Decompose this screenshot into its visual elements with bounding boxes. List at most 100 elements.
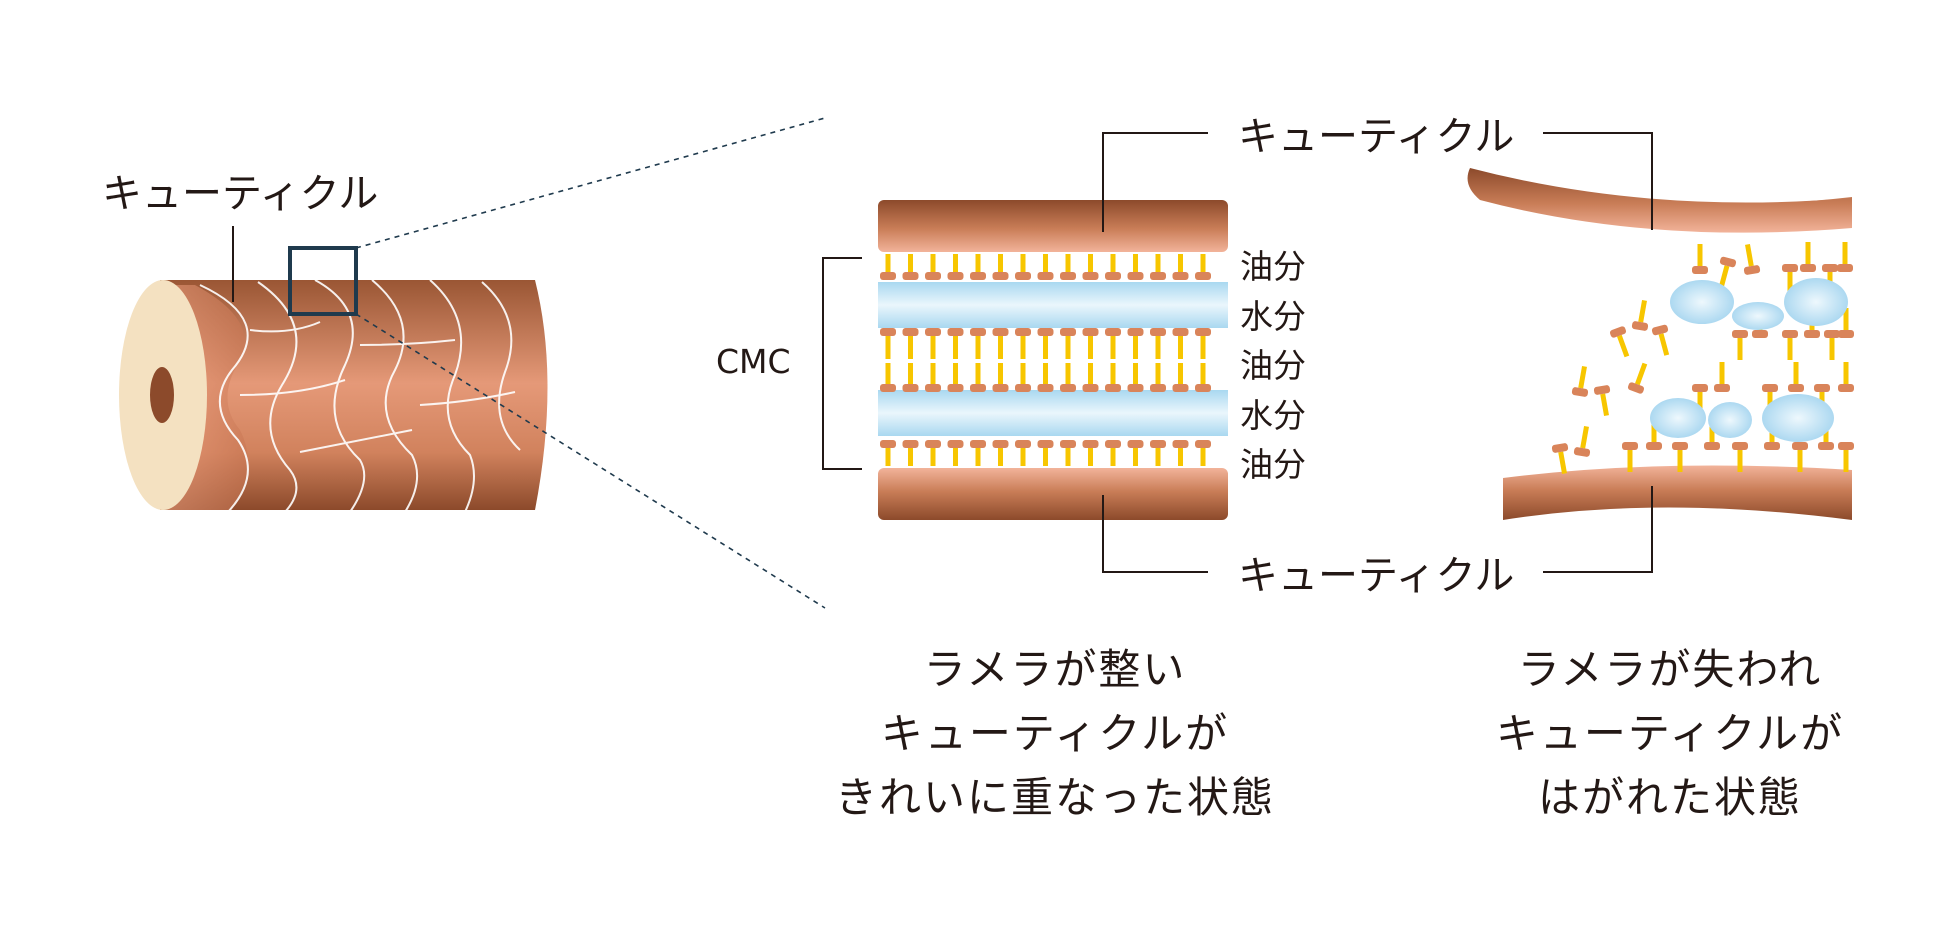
cmc-bracket — [822, 257, 862, 470]
lipid-tail — [1020, 363, 1026, 386]
lifted-bottom-leader — [1543, 486, 1653, 573]
cuticle-bar-top — [878, 200, 1228, 252]
lipid-head — [925, 328, 941, 336]
lipid-fragment — [1788, 362, 1804, 392]
layer-label-oil-1: 油分 — [1240, 247, 1306, 286]
lipid-head — [1127, 384, 1144, 392]
lipid-tail — [953, 363, 958, 386]
cuticle-bottom-text: キューティクル — [1238, 553, 1515, 599]
lipid-head — [925, 384, 941, 392]
lipid-tail — [975, 336, 981, 359]
lipid-tail — [1065, 448, 1071, 466]
lipid-tail — [885, 254, 891, 272]
cuticle-top-leader — [1102, 132, 1208, 232]
lipid-fragment — [1732, 442, 1748, 472]
layer-label-oil-2: 油分 — [1240, 346, 1306, 385]
caption-disordered-line-1: ラメラが失われ — [1517, 645, 1823, 694]
hair-medulla — [150, 367, 174, 423]
lipid-tail — [1133, 448, 1138, 466]
lipid-tail — [998, 254, 1003, 272]
lipid-head — [902, 384, 919, 392]
lipid-fragment — [1627, 362, 1648, 394]
lipid-tail — [1088, 363, 1093, 386]
lipid-tail — [1065, 336, 1071, 359]
lipid-head — [1015, 384, 1031, 392]
lipid-tail — [1133, 336, 1138, 359]
lipid-head — [1105, 440, 1121, 448]
lipid-head — [880, 328, 896, 336]
lipid-fragment — [1824, 330, 1840, 360]
lipid-fragment — [1800, 242, 1816, 272]
lipid-head — [1195, 328, 1211, 336]
lipid-head — [1037, 384, 1054, 392]
lipid-head — [1150, 440, 1166, 448]
lipid-tail — [1178, 363, 1183, 386]
lipid-head — [1150, 272, 1166, 280]
lipid-fragment — [1571, 365, 1589, 397]
lipid-head — [902, 328, 919, 336]
lipid-tail — [953, 336, 958, 359]
lipid-head — [1060, 272, 1076, 280]
cuticle-top-label: キューティクル — [1238, 104, 1514, 162]
lipid-tail — [1065, 254, 1071, 272]
lipid-head — [1172, 272, 1189, 280]
zoom-line-bottom — [355, 313, 826, 609]
hair-cuticle-label: キューティクル — [102, 171, 379, 217]
lipid-head — [1037, 440, 1054, 448]
lipid-head — [1015, 440, 1031, 448]
lifted-top-leader — [1543, 132, 1653, 230]
lipid-tail — [1110, 363, 1116, 386]
caption-disordered-line-2: キューティクルが — [1495, 709, 1845, 758]
lipid-head — [970, 384, 986, 392]
lipid-tail — [1200, 254, 1206, 272]
lipid-head — [992, 272, 1009, 280]
lipid-head — [947, 440, 964, 448]
lipid-fragment — [1714, 362, 1730, 392]
lipid-tail — [953, 448, 958, 466]
lipid-fragment — [1622, 442, 1638, 472]
cuticle-bottom-leader — [1102, 495, 1208, 573]
lipid-fragment — [1609, 326, 1630, 358]
lipid-head — [1127, 272, 1144, 280]
water-layer-lower — [878, 390, 1228, 436]
lipid-tail — [1065, 363, 1071, 386]
lipid-head — [1150, 384, 1166, 392]
lipid-tail — [885, 448, 891, 466]
lifted-cuticle-bottom — [1503, 465, 1852, 520]
lipid-tail — [1088, 448, 1093, 466]
lipid-tail — [908, 254, 913, 272]
lipid-tail — [998, 363, 1003, 386]
lipid-fragment — [1672, 442, 1688, 472]
lipid-head — [1015, 272, 1031, 280]
lipid-head — [947, 272, 964, 280]
hair-strand — [119, 280, 548, 510]
lipid-fragment — [1646, 420, 1662, 450]
lipid-tail — [1155, 363, 1161, 386]
lipid-tail — [1133, 254, 1138, 272]
zoom-line-top — [355, 117, 826, 249]
lipid-tail — [953, 254, 958, 272]
lipid-fragment — [1573, 425, 1591, 457]
lipid-tail — [1200, 448, 1206, 466]
lipid-tail — [930, 363, 936, 386]
lipid-tail — [1133, 363, 1138, 386]
lipid-tail — [1110, 254, 1116, 272]
lipid-fragment — [1718, 256, 1737, 288]
lipid-head — [880, 272, 896, 280]
lipid-head — [1105, 272, 1121, 280]
lipid-head — [1082, 272, 1099, 280]
lipid-tail — [1088, 336, 1093, 359]
lipid-fragment — [1782, 330, 1798, 360]
lipid-fragment — [1743, 243, 1761, 275]
lipid-tail — [1043, 336, 1048, 359]
water-layer-upper — [878, 282, 1228, 328]
lipid-head — [1105, 328, 1121, 336]
lipid-fragment — [1782, 264, 1798, 294]
layer-label-water-1: 水分 — [1240, 297, 1306, 336]
cmc-label: CMC — [716, 342, 791, 381]
lipid-head — [970, 440, 986, 448]
lipid-fragment — [1692, 384, 1708, 414]
lipid-head — [1015, 328, 1031, 336]
disordered-lamella — [1467, 168, 1854, 520]
lipid-head — [1082, 384, 1099, 392]
